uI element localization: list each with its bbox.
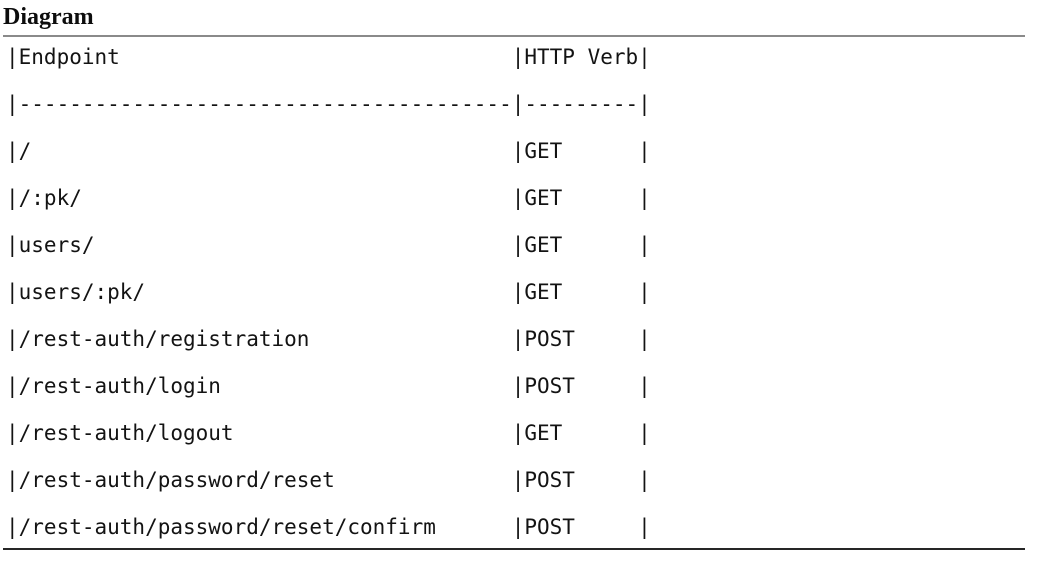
table-row: |/rest-auth/logout |GET | xyxy=(6,421,651,445)
table-row: |users/ |GET | xyxy=(6,233,651,257)
heading-divider xyxy=(3,35,1025,37)
table-row: |/:pk/ |GET | xyxy=(6,186,651,210)
table-separator-row: |---------------------------------------… xyxy=(6,92,651,116)
table-header-row: |Endpoint |HTTP Verb| xyxy=(6,45,651,69)
table-row: |users/:pk/ |GET | xyxy=(6,280,651,304)
page-title: Diagram xyxy=(3,4,94,30)
table-row: |/ |GET | xyxy=(6,139,651,163)
table-row: |/rest-auth/password/reset |POST | xyxy=(6,468,651,492)
endpoint-verb-table: |Endpoint |HTTP Verb| |------------------… xyxy=(6,34,1025,551)
table-row: |/rest-auth/password/reset/confirm |POST… xyxy=(6,515,651,539)
table-row: |/rest-auth/registration |POST | xyxy=(6,327,651,351)
table-row: |/rest-auth/login |POST | xyxy=(6,374,651,398)
bottom-divider xyxy=(3,548,1025,550)
